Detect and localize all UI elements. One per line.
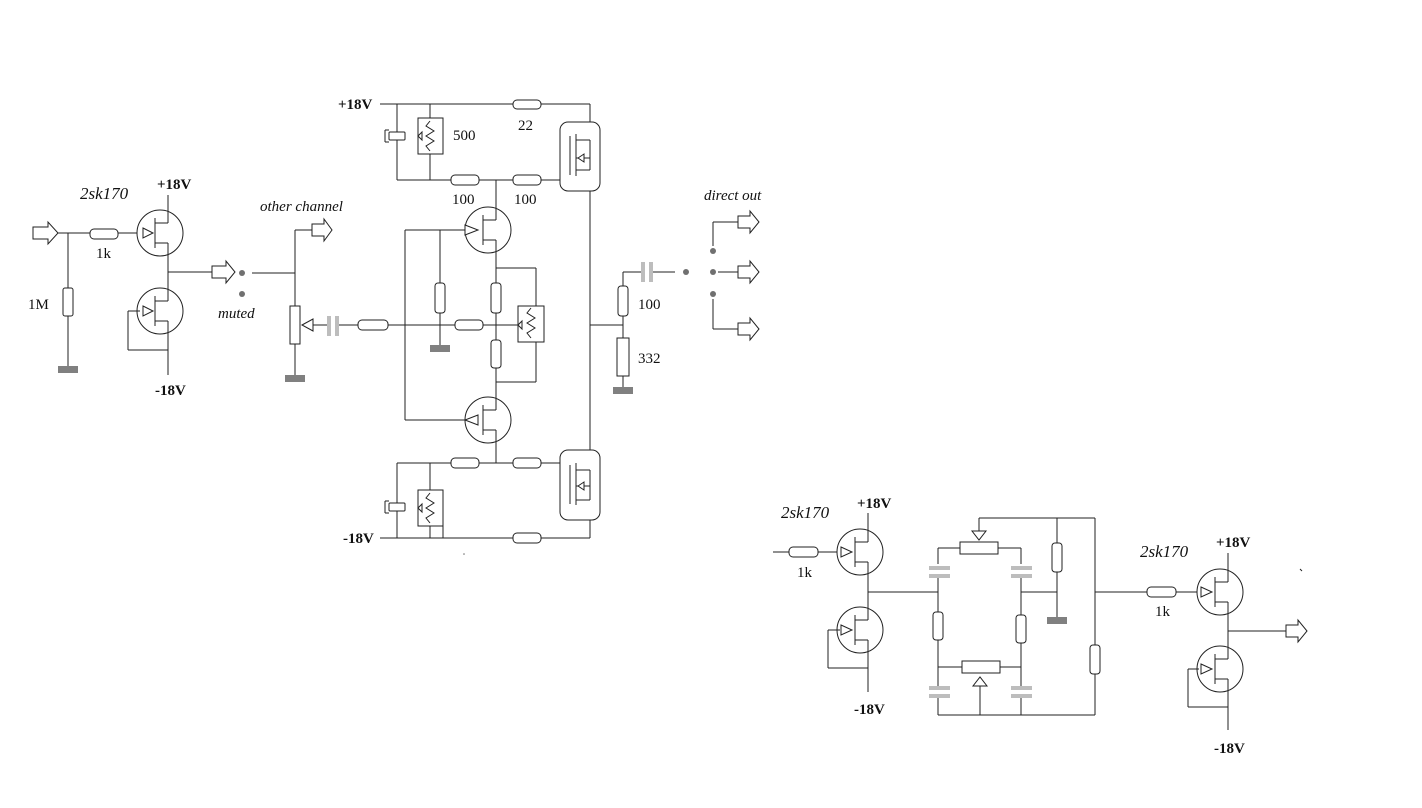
final-output-arrow-icon bbox=[1285, 618, 1308, 644]
alt-out-arrow-icon bbox=[737, 316, 760, 342]
jfet-out-upper bbox=[1196, 568, 1244, 616]
res-100a-label: 100 bbox=[452, 192, 475, 208]
resistor-1k bbox=[89, 228, 119, 240]
input-res-label: 1k bbox=[96, 246, 112, 262]
muted-label: muted bbox=[218, 306, 255, 322]
pos-supply-label-main: +18V bbox=[338, 97, 373, 113]
direct-out-label: direct out bbox=[704, 188, 762, 204]
eq-buffer-stage: 1k 2sk170 +18V -18V bbox=[773, 496, 1147, 718]
pos-supply-label-3: +18V bbox=[1216, 535, 1251, 551]
jfet-eq-upper bbox=[836, 528, 884, 576]
other-channel-arrow-icon bbox=[311, 217, 333, 243]
resistor-1m bbox=[62, 287, 74, 317]
jfet-part-label-3: 2sk170 bbox=[1140, 542, 1189, 561]
input-arrow-icon bbox=[32, 220, 59, 246]
jfet-part-label-1: 2sk170 bbox=[80, 184, 129, 203]
input-buffer-stage: 1M 1k 2sk170 +18V -18V bbox=[28, 177, 236, 399]
output-selector: direct out bbox=[683, 188, 762, 342]
input-res-label-2: 1k bbox=[797, 565, 813, 581]
input-res-label-3: 1k bbox=[1155, 604, 1171, 620]
neg-supply-label-3: -18V bbox=[1214, 741, 1245, 757]
pos-supply-label-1: +18V bbox=[157, 177, 192, 193]
res-100b-label: 100 bbox=[514, 192, 537, 208]
pot-lower bbox=[961, 660, 1001, 674]
other-channel-label: other channel bbox=[260, 199, 343, 215]
direct-out-arrow-icon bbox=[737, 209, 760, 235]
neg-supply-label-1: -18V bbox=[155, 383, 186, 399]
neg-supply-label-main: -18V bbox=[343, 531, 374, 547]
output-buffer-stage: 1k 2sk170 +18V -18V bbox=[1140, 535, 1308, 757]
res-22-label: 22 bbox=[518, 118, 533, 134]
volume-pot bbox=[289, 305, 301, 345]
ground-symbol bbox=[58, 366, 78, 373]
main-out-arrow-icon bbox=[737, 259, 760, 285]
coupling-capacitor bbox=[327, 316, 331, 336]
res-332-label: 332 bbox=[638, 351, 661, 367]
jfet-part-label-2: 2sk170 bbox=[781, 503, 830, 522]
neg-supply-label-2: -18V bbox=[854, 702, 885, 718]
output-arrow-icon bbox=[211, 259, 236, 285]
output-capacitor bbox=[641, 262, 645, 282]
main-amplifier: +18V 500 22 100 100 -18V bbox=[338, 97, 675, 555]
input-shunt-label: 1M bbox=[28, 297, 49, 313]
jfet-upper bbox=[136, 209, 184, 257]
trim-pot-label: 500 bbox=[453, 128, 476, 144]
pos-supply-label-2: +18V bbox=[857, 496, 892, 512]
mute-switch: muted other channel bbox=[218, 199, 405, 382]
res-100-out-label: 100 bbox=[638, 297, 661, 313]
pot-upper bbox=[959, 541, 999, 555]
